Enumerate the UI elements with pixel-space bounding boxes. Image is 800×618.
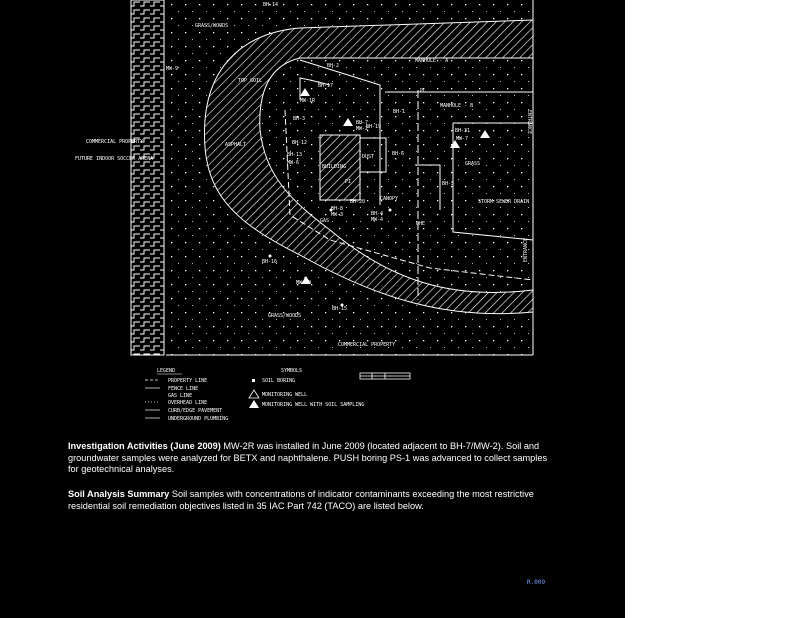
soil-boring-symbols	[268, 88, 490, 307]
svg-text:BH-13: BH-13	[287, 152, 302, 158]
label-grass-woods-top: GRASS/WOODS	[195, 23, 228, 29]
label-entrance-2: ENTRANCE	[523, 238, 529, 262]
svg-text:BH-7: BH-7	[356, 120, 368, 126]
svg-text:BH-19: BH-19	[366, 124, 381, 130]
svg-text:BH-12: BH-12	[292, 140, 307, 146]
label-entrance: ENTRANCE	[526, 110, 532, 134]
label-ohe: OHE	[416, 221, 425, 227]
document-page: GRASS/WOODS COMMERCIAL PROPERTY FUTURE I…	[0, 0, 625, 618]
label-soccer-arena: FUTURE INDOOR SOCCER ARENA	[75, 156, 153, 162]
scale-bar	[359, 372, 411, 380]
svg-text:SOIL BORING: SOIL BORING	[262, 378, 295, 384]
svg-text:BH-17: BH-17	[318, 83, 333, 89]
svg-text:BH-5: BH-5	[442, 181, 454, 187]
svg-text:BH-16: BH-16	[262, 259, 277, 265]
svg-text:OVERHEAD LINE: OVERHEAD LINE	[168, 400, 207, 406]
svg-text:MW-4: MW-4	[371, 217, 383, 223]
svg-text:MW-10: MW-10	[296, 280, 311, 286]
svg-text:BH-31: BH-31	[455, 128, 470, 134]
svg-text:BH-15: BH-15	[332, 306, 347, 312]
label-gas: GAS	[320, 218, 329, 224]
svg-text:MW-2: MW-2	[356, 126, 368, 132]
label-storm-sewer: STORM SEWER DRAIN	[478, 199, 529, 205]
building-outline	[319, 134, 361, 201]
label-pl: PL	[420, 88, 426, 94]
svg-text:FENCE LINE: FENCE LINE	[168, 386, 198, 392]
investigation-heading: Investigation Activities (June 2009)	[68, 441, 221, 451]
site-map: GRASS/WOODS COMMERCIAL PROPERTY FUTURE I…	[75, 0, 534, 422]
svg-text:BH-20: BH-20	[350, 199, 365, 205]
svg-text:BH-6: BH-6	[392, 151, 404, 157]
label-building: BUILDING	[322, 164, 346, 170]
label-grass-woods-bottom: GRASS/WOODS	[268, 313, 301, 319]
svg-text:MONITORING WELL: MONITORING WELL	[262, 392, 307, 398]
svg-text:GAS LINE: GAS LINE	[168, 393, 192, 399]
svg-text:BH-3: BH-3	[293, 116, 305, 122]
hatched-band	[203, 19, 534, 315]
symbols-title: SYMBOLS	[281, 368, 302, 374]
label-top-soil: TOP SOIL	[238, 78, 262, 84]
svg-text:MW-9: MW-9	[166, 66, 178, 72]
label-canopy: CANOPY	[380, 196, 398, 202]
soil-analysis-paragraph: Soil Analysis Summary Soil samples with …	[68, 489, 548, 512]
map-legend: LEGEND PROPERTY LINE FENCE LINE GAS LINE…	[145, 368, 411, 422]
label-manhole-b: MANHOLE - B	[440, 103, 473, 109]
label-pi: PI	[345, 179, 351, 185]
label-dust: DUST	[362, 154, 374, 160]
legend-title: LEGEND	[157, 368, 175, 374]
svg-text:MW-7: MW-7	[456, 136, 468, 142]
investigation-activities-paragraph: Investigation Activities (June 2009) MW-…	[68, 441, 548, 476]
soil-analysis-heading: Soil Analysis Summary	[68, 489, 170, 499]
page-mark: R.009	[527, 579, 546, 586]
svg-text:MW-3: MW-3	[331, 212, 343, 218]
svg-text:MW-6: MW-6	[287, 160, 299, 166]
label-grass-right: GRASS	[465, 161, 480, 167]
soil-analysis-body: Soil samples with concentrations of indi…	[68, 489, 534, 511]
svg-text:BH-1: BH-1	[393, 109, 405, 115]
svg-text:UNDERGROUND PLUMBING: UNDERGROUND PLUMBING	[168, 416, 228, 422]
svg-text:BH-8: BH-8	[331, 206, 343, 212]
svg-text:CURB/EDGE PAVEMENT: CURB/EDGE PAVEMENT	[168, 408, 222, 414]
label-commercial-property-bottom: COMMERCIAL PROPERTY	[338, 342, 395, 348]
hatched-strip-left	[130, 0, 165, 356]
svg-text:BH-2: BH-2	[327, 63, 339, 69]
svg-text:PROPERTY LINE: PROPERTY LINE	[168, 378, 207, 384]
svg-text:BH-4: BH-4	[371, 211, 383, 217]
label-asphalt: ASPHALT	[225, 142, 246, 148]
label-manhole-a: MANHOLE - A	[415, 58, 448, 64]
boring-labels: BH-2 BH-17 MW-1R BH-3 BH-7 MW-2 BH-19 BH…	[166, 2, 470, 312]
investigation-body: MW-2R was installed in June 2009 (locate…	[68, 441, 548, 474]
svg-text:MW-1R: MW-1R	[300, 98, 316, 104]
svg-text:BH-14: BH-14	[263, 2, 278, 8]
svg-text:MONITORING WELL WITH SOIL SAMP: MONITORING WELL WITH SOIL SAMPLING	[262, 402, 364, 408]
label-commercial-property-left: COMMERCIAL PROPERTY	[86, 139, 143, 145]
